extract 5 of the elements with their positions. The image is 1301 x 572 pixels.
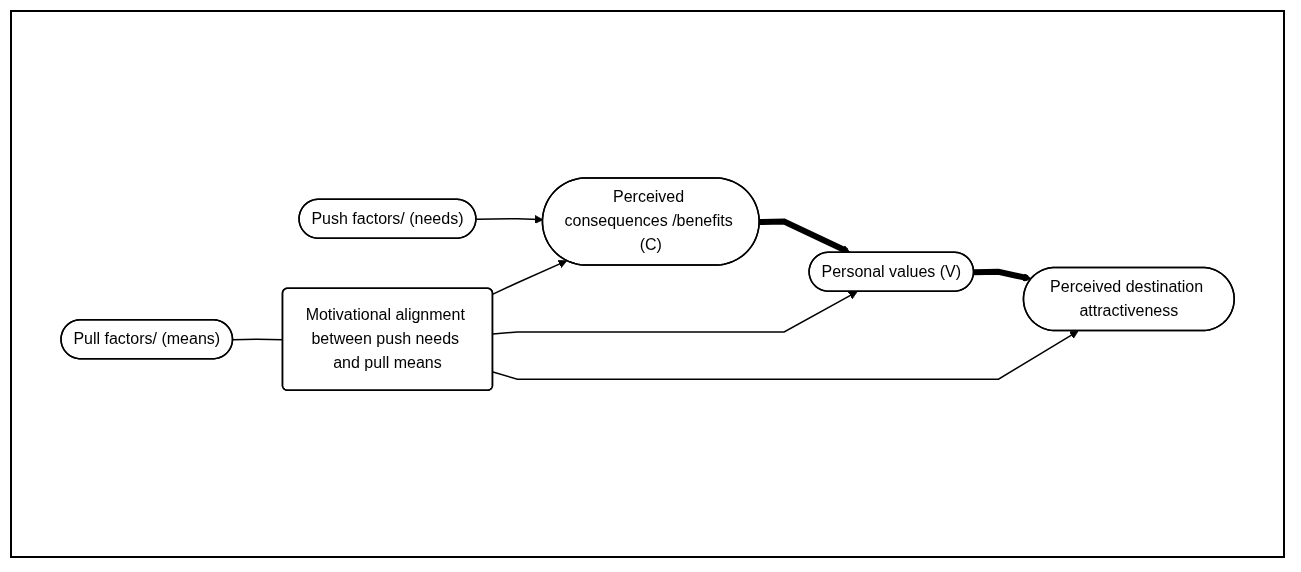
arrow <box>492 291 858 335</box>
arrow <box>492 259 568 295</box>
arrow <box>759 218 851 254</box>
arrow <box>492 330 1079 380</box>
arrow <box>973 268 1032 282</box>
